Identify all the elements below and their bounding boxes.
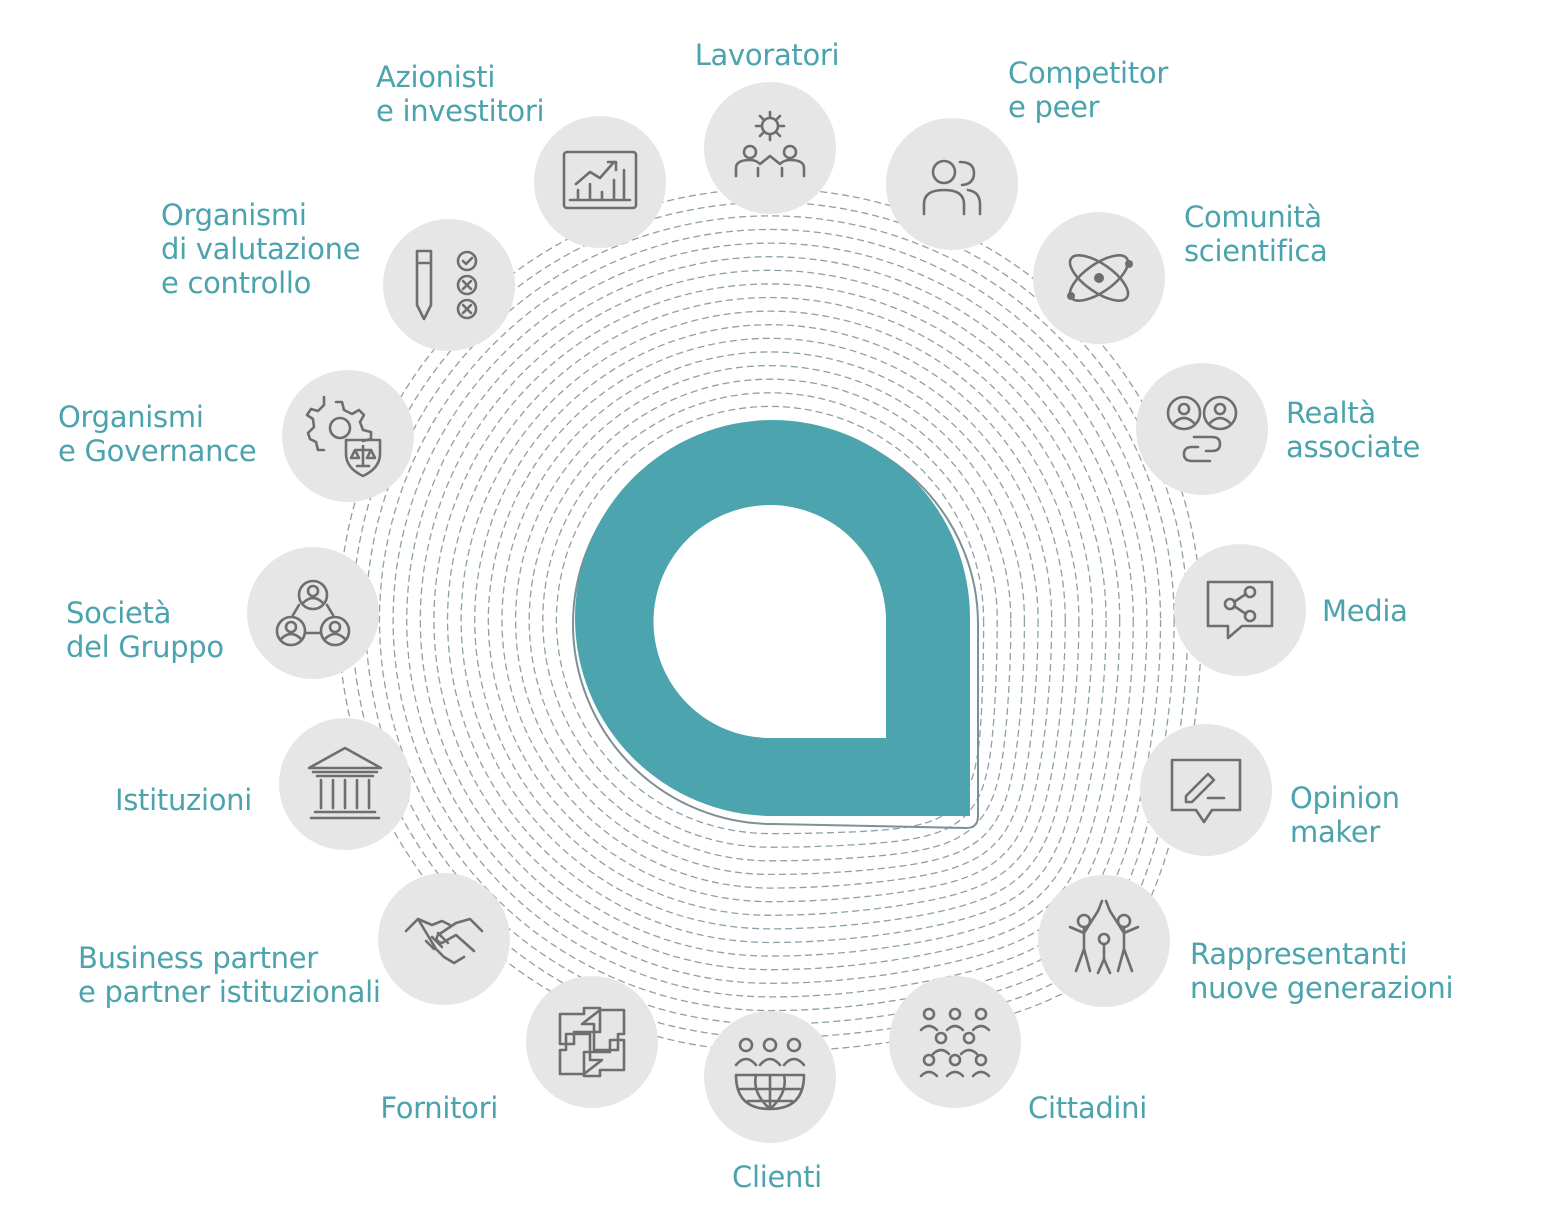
stakeholder-node-azionisti	[534, 116, 666, 248]
label-line: Istituzioni	[115, 783, 252, 817]
label-line: Organismi	[58, 400, 204, 434]
gear-balance-icon	[305, 395, 382, 478]
label-line: Cittadini	[1028, 1091, 1148, 1125]
share-chat-icon	[1206, 580, 1274, 640]
stakeholder-node-cittadini	[889, 976, 1021, 1108]
stakeholder-label-fornitori: Fornitori	[98, 1091, 498, 1125]
linked-people-icon	[1166, 395, 1238, 463]
dashed-ring	[392, 242, 1148, 998]
label-line: Competitor	[1008, 56, 1168, 90]
stakeholder-node-opinion	[1140, 724, 1272, 856]
pencil-checklist-icon	[415, 249, 478, 321]
stakeholder-node-rappresentanti	[1038, 875, 1170, 1007]
label-line: Lavoratori	[694, 38, 840, 72]
label-line: maker	[1290, 815, 1381, 849]
stakeholder-node-competitor	[886, 118, 1018, 250]
dashed-ring	[501, 351, 1039, 889]
building-icon	[307, 746, 383, 820]
globe-people-icon	[734, 1037, 806, 1111]
dashed-ring	[433, 283, 1107, 957]
label-line: e investitori	[376, 94, 545, 128]
label-line: Clienti	[732, 1160, 822, 1194]
stakeholder-label-istituzioni: Istituzioni	[0, 783, 252, 817]
dashed-ring	[487, 337, 1053, 903]
dashed-ring	[555, 405, 985, 835]
dashed-ring	[474, 324, 1066, 916]
label-line: e Governance	[58, 434, 257, 468]
dashed-ring	[460, 310, 1080, 930]
dashed-ring	[542, 392, 998, 848]
label-line: Media	[1322, 594, 1408, 628]
label-line: Azionisti	[376, 60, 496, 94]
stakeholder-label-media: Media	[1322, 594, 1408, 628]
label-line: e partner istituzionali	[78, 975, 381, 1009]
stakeholder-node-istituzioni	[279, 718, 411, 850]
hands-square-icon	[558, 1006, 626, 1078]
label-line: Rappresentanti	[1190, 937, 1408, 971]
two-people-icon	[922, 159, 982, 216]
stakeholder-label-cittadini: Cittadini	[1028, 1091, 1147, 1125]
dashed-ring	[514, 364, 1026, 876]
dashed-ring	[378, 228, 1162, 1012]
stakeholder-node-realta	[1136, 363, 1268, 495]
stakeholder-node-comunita	[1033, 212, 1165, 344]
dashed-ring	[351, 201, 1189, 1039]
crowd-icon	[919, 1007, 991, 1078]
label-line: e controllo	[161, 266, 312, 300]
label-line: Business partner	[78, 941, 318, 975]
label-line: associate	[1286, 430, 1421, 464]
label-line: scientifica	[1184, 234, 1328, 268]
stakeholder-node-lavoratori	[704, 82, 836, 214]
stakeholder-node-societa	[247, 547, 379, 679]
stakeholder-node-governance	[282, 370, 414, 502]
pen-chat-icon	[1170, 758, 1242, 824]
label-line: Fornitori	[380, 1091, 498, 1125]
stakeholder-node-clienti	[704, 1011, 836, 1143]
label-line: Società	[66, 596, 172, 630]
label-line: Comunità	[1184, 200, 1322, 234]
stakeholder-node-business	[378, 873, 510, 1005]
group-network-icon	[275, 579, 351, 647]
label-line: di valutazione	[161, 232, 361, 266]
dashed-ring	[446, 296, 1094, 944]
atom-icon	[1067, 254, 1133, 302]
label-line: nuove generazioni	[1190, 971, 1454, 1005]
stakeholder-node-fornitori	[526, 976, 658, 1108]
label-line: Realtà	[1286, 396, 1376, 430]
dashed-ring	[406, 256, 1134, 984]
high-five-icon	[1068, 899, 1140, 975]
label-line: e peer	[1008, 90, 1100, 124]
handshake-icon	[404, 917, 484, 965]
gear-people-icon	[734, 110, 806, 178]
dashed-ring	[528, 378, 1012, 862]
label-line: Opinion	[1290, 781, 1400, 815]
label-line: del Gruppo	[66, 630, 224, 664]
stakeholder-node-valutazione	[383, 219, 515, 351]
dashed-ring	[419, 269, 1121, 971]
center-logo	[575, 420, 971, 816]
label-line: Organismi	[161, 198, 307, 232]
stakeholder-node-media	[1174, 544, 1306, 676]
growth-chart-icon	[562, 150, 638, 210]
stakeholder-label-clienti: Clienti	[577, 1160, 977, 1194]
stakeholder-label-lavoratori: Lavoratori	[567, 38, 967, 72]
